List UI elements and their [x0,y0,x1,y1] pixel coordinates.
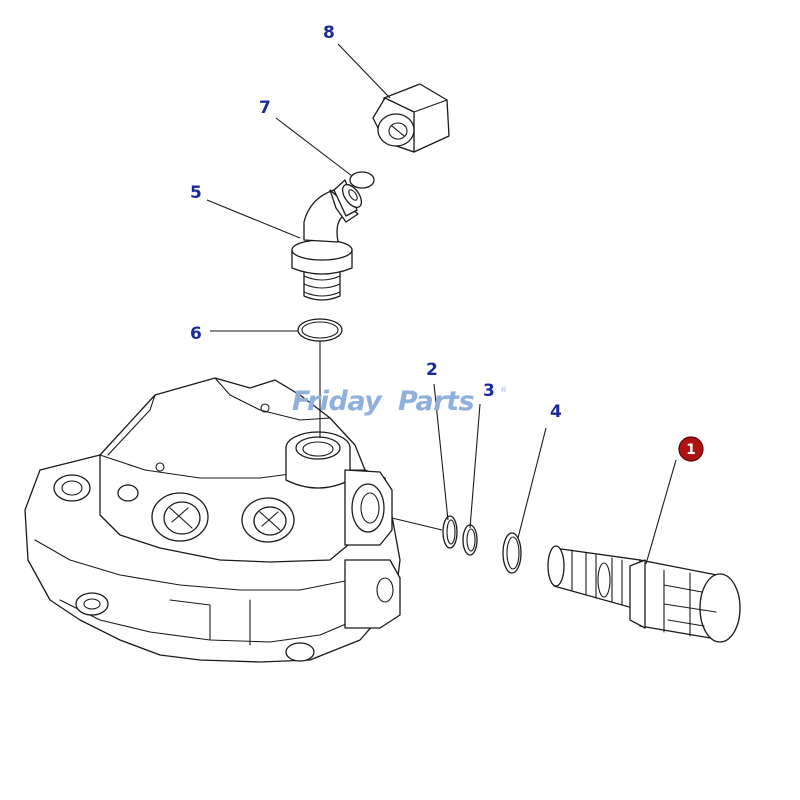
callout-3: 3 [483,381,495,401]
watermark-part-a: Friday [292,386,383,417]
callout-1-badge: 1 [678,436,704,462]
watermark-logo: Friday Parts ® [292,386,507,417]
callout-4: 4 [550,402,562,422]
part-4-o-ring [502,532,522,574]
valve-body-housing [24,377,401,663]
callout-1: 1 [686,442,696,458]
part-3-backup-ring [462,524,478,556]
watermark-part-b: Parts [398,386,475,417]
part-5-elbow-fitting [291,179,363,301]
callout-8: 8 [323,23,335,43]
part-8-hex-nut [372,83,450,153]
watermark-registered-mark: ® [500,386,507,394]
callout-6: 6 [190,324,202,344]
callout-5: 5 [190,183,202,203]
leader-lines [206,43,677,565]
part-7-o-ring [349,171,375,189]
callout-2: 2 [426,360,438,380]
callout-7: 7 [259,98,271,118]
part-1-solenoid-cartridge [547,545,741,643]
part-2-o-ring [442,515,458,549]
